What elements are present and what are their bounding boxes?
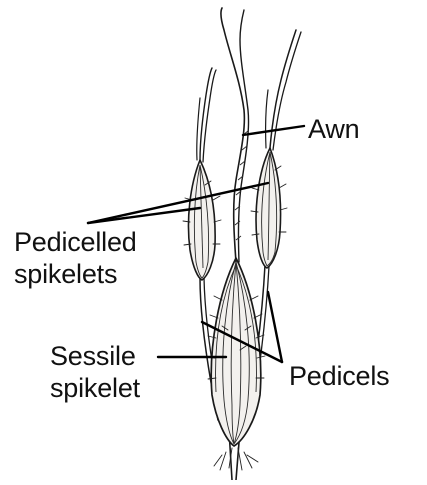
label-pedicelled-line1: Pedicelled <box>14 227 137 258</box>
label-awn: Awn <box>308 114 359 145</box>
label-sessile-line2: spikelet <box>50 373 140 404</box>
pedicelled-spikelet-right <box>251 30 301 268</box>
label-pedicels: Pedicels <box>289 361 389 392</box>
leader-pedicelled-spikelets <box>88 183 268 223</box>
label-sessile-line1: Sessile <box>50 341 136 372</box>
leader-awn <box>243 126 304 135</box>
sessile-spikelet <box>207 258 265 446</box>
pedicelled-spikelet-left <box>183 68 221 280</box>
label-pedicelled-line2: spikelets <box>14 259 117 290</box>
